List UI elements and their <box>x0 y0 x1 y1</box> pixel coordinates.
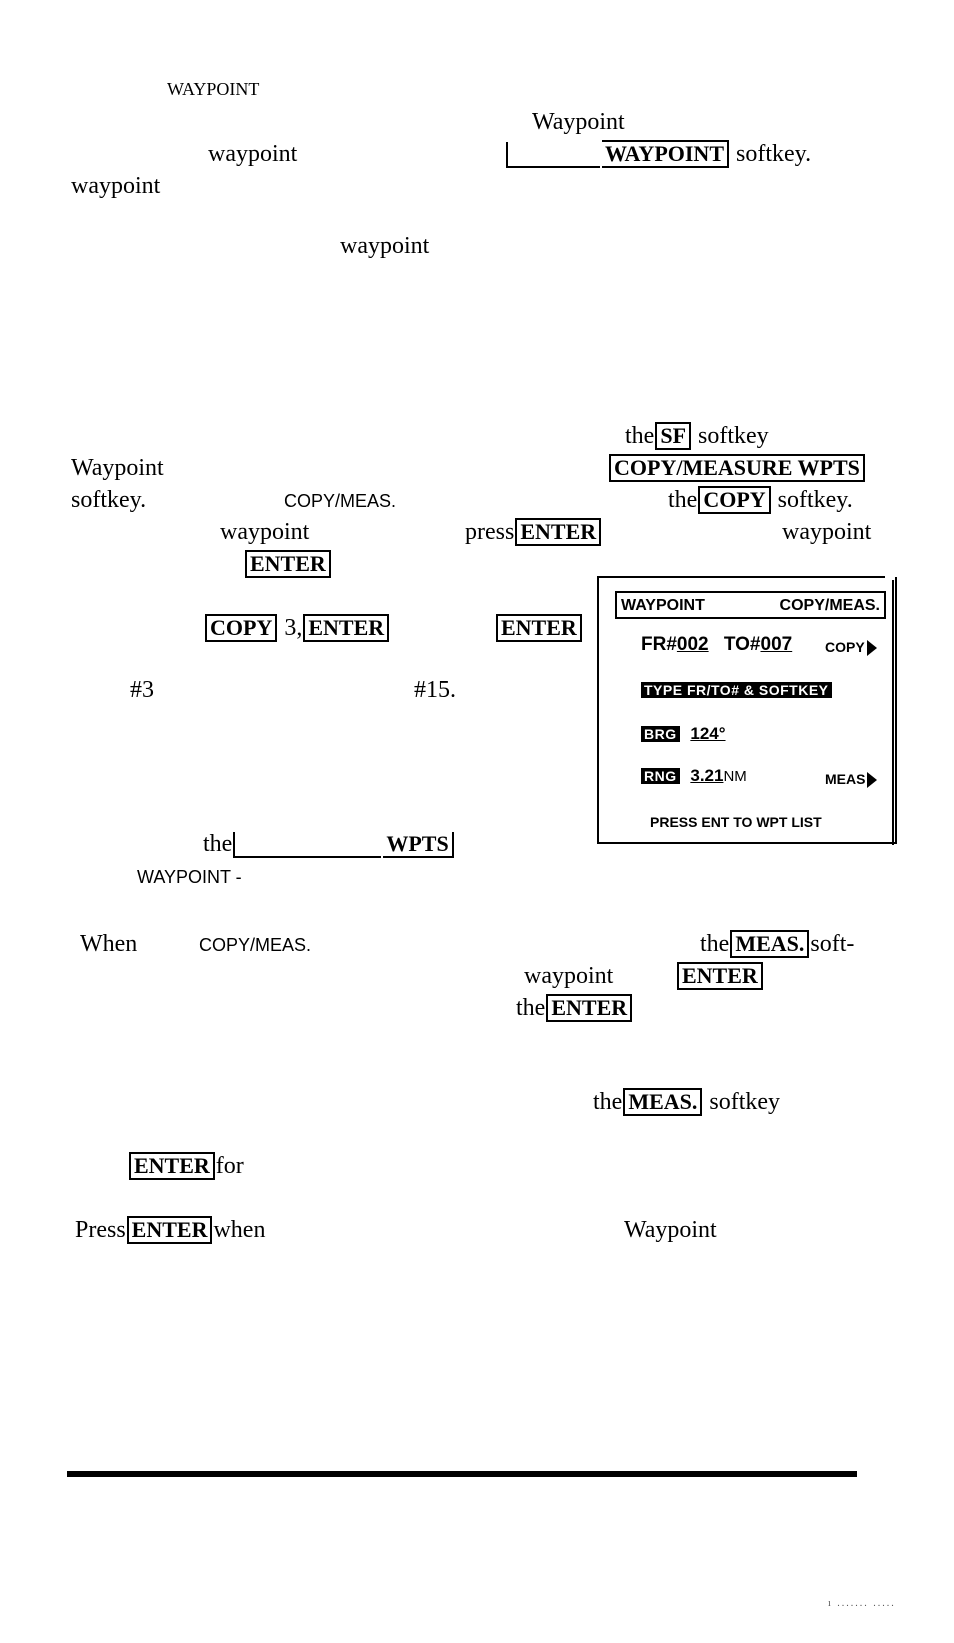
line-enter-key: ENTER <box>244 550 332 578</box>
text-waypoint-8: waypoint <box>524 963 614 989</box>
enter-key: ENTER <box>129 1152 215 1180</box>
text-softkey: softkey <box>698 423 769 449</box>
copy-measure-wpts-key: COPY/MEASURE WPTS <box>609 454 865 482</box>
line-copy-measure-key: COPY/MEASURE WPTS <box>608 454 866 482</box>
text-for: for <box>215 1153 244 1179</box>
empty-key-box <box>506 142 600 168</box>
copy-key: COPY <box>698 486 771 514</box>
text-softkey: softkey. <box>736 141 812 167</box>
lcd-top-border <box>597 576 885 578</box>
arrow-right-icon <box>866 640 877 657</box>
lcd-meas-row: MEAS <box>825 771 878 789</box>
text-the: the <box>668 487 698 513</box>
text-waypoint-2: waypoint <box>208 141 298 167</box>
copy-key: COPY <box>205 614 278 642</box>
enter-key: ENTER <box>245 550 331 578</box>
text-the: the <box>593 1089 623 1115</box>
line-enter-key-3: ENTER <box>676 962 764 990</box>
waypoint-key: WAYPOINT <box>602 140 729 168</box>
text-waypoint-1: Waypoint <box>532 109 625 135</box>
wpts-key: WPTS <box>383 832 454 858</box>
arrow-right-icon <box>867 772 878 789</box>
enter-key: ENTER <box>546 994 633 1022</box>
text-waypoint-6: waypoint <box>220 519 310 545</box>
lcd-prompt: TYPE FR/TO# & SOFTKEY <box>641 682 832 698</box>
lcd-title-bar: WAYPOINT COPY/MEAS. <box>615 591 886 619</box>
text-the: the <box>625 423 655 449</box>
meas-key: MEAS. <box>623 1088 703 1116</box>
text-when: when <box>213 1217 266 1243</box>
lcd-to-value: 007 <box>760 634 793 655</box>
line-enter-key-2: ENTER <box>495 614 583 642</box>
text-press: Press <box>75 1217 126 1243</box>
enter-key: ENTER <box>126 1216 213 1244</box>
lcd-rng-row: RNG 3.21NM <box>641 766 747 786</box>
text-copy-meas-2: COPY/MEAS. <box>199 935 312 955</box>
horizontal-rule <box>67 1471 857 1477</box>
lcd-brg-row: BRG 124° <box>641 724 726 744</box>
text-waypoint-4: waypoint <box>340 233 430 259</box>
lcd-brg-label: BRG <box>641 726 680 742</box>
enter-key: ENTER <box>496 614 582 642</box>
lcd-fr-label: FR# <box>641 634 677 655</box>
line-copy-3-enter: COPY 3,ENTER <box>204 614 390 642</box>
enter-key: ENTER <box>677 962 763 990</box>
text-waypoint-9: Waypoint <box>624 1217 717 1243</box>
text-softkey: softkey. <box>71 487 147 513</box>
lcd-title-right: COPY/MEAS. <box>779 597 880 614</box>
text-copy-meas: COPY/MEAS. <box>284 491 397 511</box>
text-softkey: softkey. <box>777 487 853 513</box>
lcd-copy-label: COPY <box>825 639 865 655</box>
lcd-copy-row: COPY <box>825 639 877 657</box>
text-waypoint-3: waypoint <box>71 173 161 199</box>
lcd-fr-to-row: FR#002 TO#007 <box>641 634 792 656</box>
lcd-meas-label: MEAS <box>825 771 866 787</box>
text-the: the <box>700 931 730 957</box>
meas-key: MEAS. <box>730 930 810 958</box>
text-when: When <box>80 931 138 957</box>
enter-key: ENTER <box>515 518 602 546</box>
lcd-prompt-row: TYPE FR/TO# & SOFTKEY <box>641 680 832 700</box>
lcd-right-border <box>892 580 894 845</box>
lcd-title-left: WAYPOINT <box>621 597 705 614</box>
text-press: press <box>465 519 515 545</box>
scan-noise: ı ....... ..... <box>828 1598 896 1609</box>
lcd-brg-value: 124° <box>690 724 726 743</box>
lcd-rng-label: RNG <box>641 768 680 784</box>
text-soft: soft- <box>810 931 855 957</box>
text-softkey: softkey <box>709 1089 781 1115</box>
text-number-3: #3 <box>130 677 154 703</box>
lcd-to-label: TO# <box>723 634 761 655</box>
lcd-footer: PRESS ENT TO WPT LIST <box>650 814 822 830</box>
sf-key: SF <box>655 422 692 450</box>
line-wpts-key: the WPTS <box>203 830 455 858</box>
text-the: the <box>203 831 233 857</box>
text-waypoint-5: Waypoint <box>71 455 164 481</box>
text-number-15: #15. <box>414 677 456 703</box>
empty-key-box <box>233 832 382 858</box>
line-waypoint-softkey: WAYPOINT softkey. <box>505 140 811 168</box>
text-the: the <box>516 995 546 1021</box>
text-number: 3, <box>284 615 303 641</box>
lcd-screen: WAYPOINT COPY/MEAS. FR#002 TO#007 COPY T… <box>597 577 897 844</box>
text-waypoint-dash: WAYPOINT - <box>137 867 242 887</box>
enter-key: ENTER <box>303 614 390 642</box>
text-waypoint-heading: WAYPOINT <box>167 79 260 99</box>
text-waypoint-7: waypoint <box>782 519 872 545</box>
lcd-rng-value: 3.21 <box>690 766 724 785</box>
lcd-fr-value: 002 <box>676 634 709 655</box>
lcd-rng-unit: NM <box>723 768 747 785</box>
